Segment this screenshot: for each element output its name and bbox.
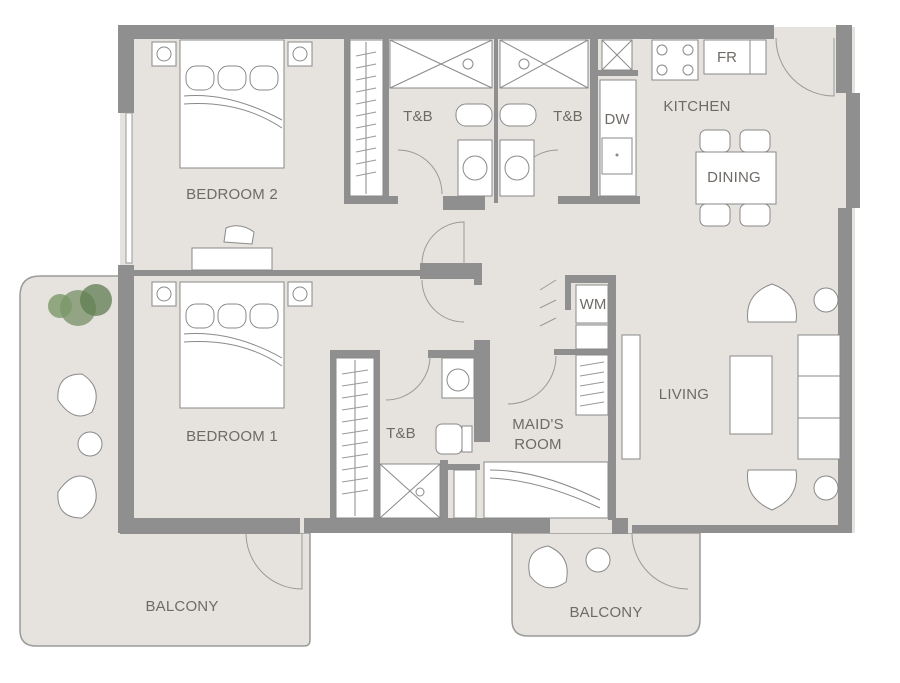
room-label-balcony-right: BALCONY (569, 604, 642, 621)
room-label-tb-lower: T&B (386, 425, 416, 442)
balcony-right-furniture (528, 545, 611, 589)
room-label-living: LIVING (659, 386, 709, 403)
room-label-maids-room-line2: ROOM (514, 436, 561, 453)
room-label-maids-room-line1: MAID'S (512, 416, 564, 433)
bath-upper-fixtures (389, 39, 589, 197)
maids-bed (483, 461, 609, 519)
room-label-tb-right: T&B (553, 108, 583, 125)
room-label-kitchen: KITCHEN (663, 98, 730, 115)
washing-machine (575, 284, 609, 350)
bath-lower-fixtures (379, 357, 477, 519)
balcony-left-furniture (48, 284, 112, 519)
wardrobe-upper (349, 39, 384, 197)
room-label-bedroom-1: BEDROOM 1 (186, 428, 278, 445)
outer-walls (118, 25, 860, 534)
bed-bedroom-1 (151, 281, 313, 409)
wardrobe-maids (575, 354, 609, 416)
room-label-balcony-left: BALCONY (145, 598, 218, 615)
fixture-label-washing-machine: WM (580, 296, 607, 313)
wardrobe-lower (335, 357, 375, 519)
room-label-dining: DINING (707, 169, 761, 186)
room-label-bedroom-2: BEDROOM 2 (186, 186, 278, 203)
desk-bedroom-2 (191, 225, 273, 271)
balcony-left-area (19, 275, 311, 647)
room-label-tb-left: T&B (403, 108, 433, 125)
kitchen-fixtures (599, 39, 767, 197)
fixture-label-fridge: FR (717, 49, 737, 66)
bed-bedroom-2 (151, 39, 313, 169)
window (125, 112, 133, 264)
fixture-label-dishwasher: DW (605, 111, 631, 128)
dining-table (695, 129, 777, 227)
living-furniture (621, 283, 841, 511)
interior-walls (120, 38, 640, 525)
